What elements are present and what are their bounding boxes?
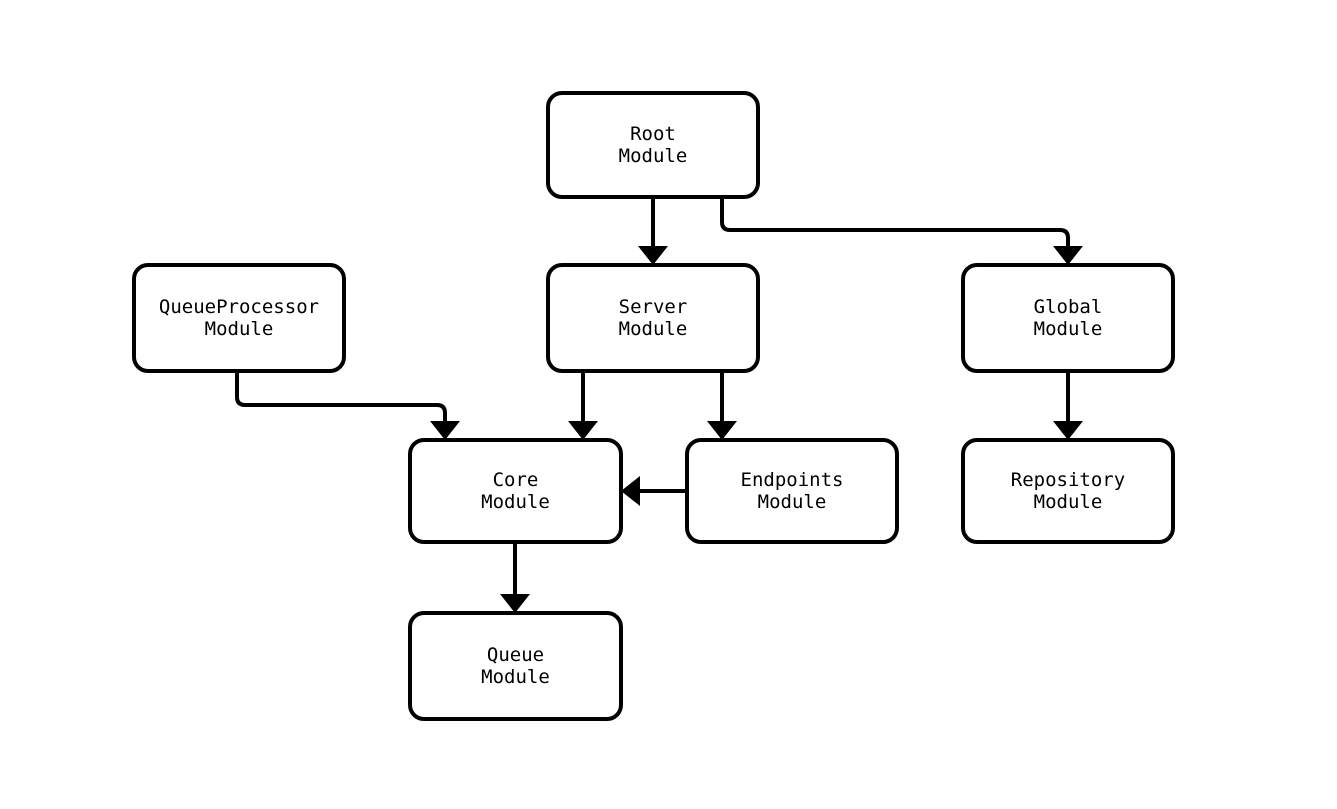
edges-layer — [235, 197, 1083, 613]
edge-server-to-endpoints — [707, 371, 737, 440]
arrow-head — [638, 246, 668, 265]
node-box-core[interactable] — [408, 438, 623, 544]
node-box-queue[interactable] — [408, 611, 623, 721]
edge-queueprocessor-to-core — [235, 371, 460, 440]
arrow-head — [621, 476, 640, 506]
edge-root-to-server — [638, 197, 668, 265]
node-box-queueprocessor[interactable] — [132, 263, 346, 373]
node-box-endpoints[interactable] — [685, 438, 899, 544]
arrow-head — [707, 421, 737, 440]
node-box-global[interactable] — [961, 263, 1175, 373]
edge-server-to-core — [568, 371, 598, 440]
arrow-head — [1053, 246, 1083, 265]
edge-line — [720, 197, 1070, 248]
node-box-repository[interactable] — [961, 438, 1175, 544]
arrow-head — [568, 421, 598, 440]
arrow-head — [430, 421, 460, 440]
nodes-layer — [132, 91, 1175, 721]
edge-root-to-global — [720, 197, 1083, 265]
edge-endpoints-to-core — [621, 476, 687, 506]
node-box-root[interactable] — [546, 91, 760, 199]
arrow-head — [1053, 421, 1083, 440]
arrow-head — [500, 594, 530, 613]
edge-global-to-repository — [1053, 371, 1083, 440]
node-box-server[interactable] — [546, 263, 760, 373]
edge-core-to-queue — [500, 542, 530, 613]
edge-line — [235, 371, 447, 423]
